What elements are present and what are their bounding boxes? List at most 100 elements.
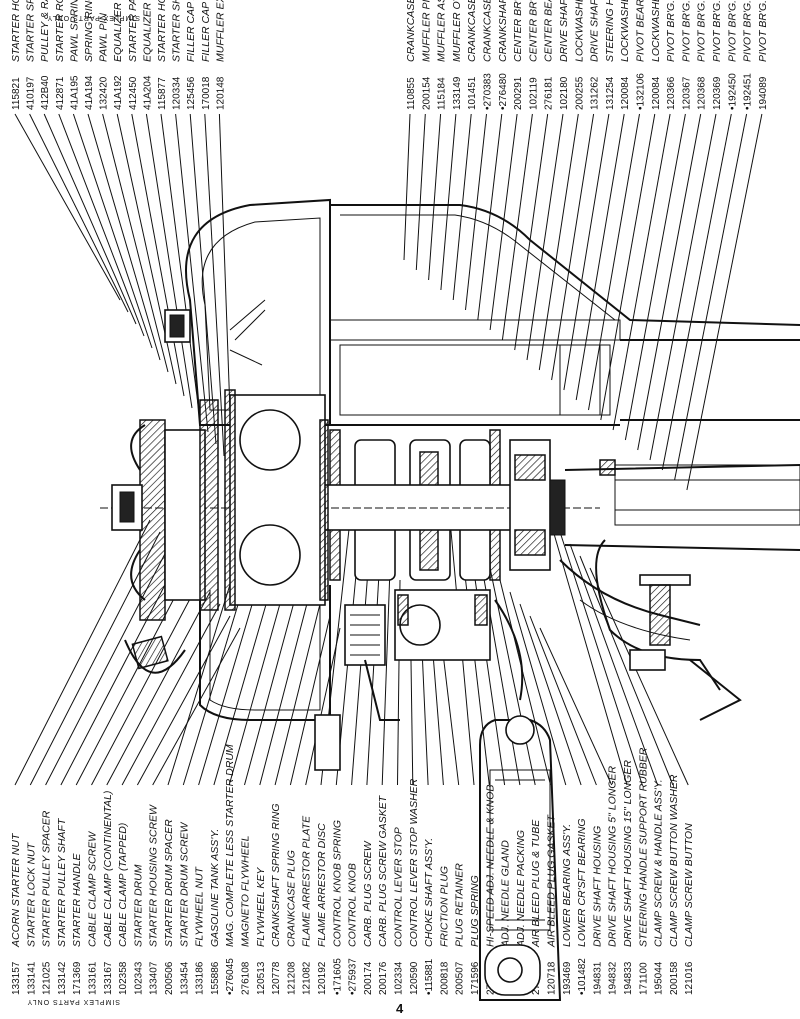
leader-line xyxy=(189,113,217,445)
part-name: CONTROL KNOB xyxy=(347,863,359,947)
leader-line xyxy=(559,531,643,786)
part-label: 276181CENTER BEARING ASS'Y. xyxy=(543,0,555,110)
top-right-parts-list: 110855CRANKCASE BR'G GASKET200154MUFFLER… xyxy=(405,0,769,110)
part-label: 115877STARTER HOUSING ASS'Y. xyxy=(156,0,168,110)
leader-line xyxy=(686,113,763,491)
part-number: 133149 xyxy=(452,76,463,110)
leader-line xyxy=(589,567,689,786)
part-label: 133149MUFFLER OVERFLOW PIPE xyxy=(451,0,463,110)
part-name: ADJ. NEEDLE PACKING xyxy=(515,830,527,948)
leader-line xyxy=(539,627,613,786)
part-name: STEERING HANDLE SUPPORT RUBBER xyxy=(637,747,649,947)
leader-line xyxy=(14,519,151,786)
part-name: SPRING RING. xyxy=(83,0,95,62)
leader-line xyxy=(526,113,564,361)
part-number: 115877 xyxy=(157,77,168,110)
part-number: 121208 xyxy=(286,961,297,995)
part-label: 102119CENTER BR'G LOCATING PIN xyxy=(527,0,539,110)
part-number: 412871 xyxy=(55,76,66,110)
leader-line xyxy=(136,615,231,786)
muffler-housing xyxy=(330,204,800,326)
part-number: 200154 xyxy=(421,76,432,110)
leader-line xyxy=(529,615,597,786)
part-label: 115821STARTER HOUSING & ANCHOR xyxy=(10,0,22,110)
part-number: 120590 xyxy=(409,961,420,995)
part-number: 200506 xyxy=(164,961,175,995)
cylinder-section xyxy=(224,389,329,611)
part-label: 410197STARTER SPRING ASS'Y. xyxy=(25,0,37,110)
part-number: •115881 xyxy=(424,958,435,995)
part-name: MAG. COMPLETE LESS STARTER DRUM xyxy=(224,744,236,947)
part-number: 125456 xyxy=(186,76,197,110)
leader-line xyxy=(305,627,341,786)
leader-line xyxy=(661,113,732,471)
part-number: 276181 xyxy=(544,76,555,110)
leader-line xyxy=(415,113,426,271)
leader-line xyxy=(563,113,610,391)
part-number: •192451 xyxy=(743,73,754,110)
part-label: 171100 STEERING HANDLE SUPPORT RUBBER xyxy=(637,747,649,995)
part-number: 200176 xyxy=(378,961,389,995)
part-name: EQUALIZER WASHER xyxy=(112,0,124,62)
part-name: PAWL SPRING. xyxy=(68,0,80,62)
leader-line xyxy=(259,591,311,786)
part-number: 171100 xyxy=(638,962,649,995)
leader-line xyxy=(366,555,381,786)
part-name: FLYWHEEL NUT xyxy=(194,865,206,947)
part-number: 133454 xyxy=(179,961,190,995)
part-number: 115184 xyxy=(437,77,448,110)
part-number: 194831 xyxy=(592,961,603,995)
part-number: 120334 xyxy=(172,76,183,110)
part-name: LOWER BEARING ASS'Y. xyxy=(561,824,573,947)
part-number: 121025 xyxy=(42,961,53,995)
part-name: EQUALIZER xyxy=(141,2,153,62)
part-name: CABLE CLAMP (CONTINENTAL) xyxy=(102,791,114,947)
steering-handle xyxy=(479,715,562,1001)
part-label: 101451CRANKCASE BUSHING - UPPER xyxy=(466,0,478,110)
part-number: 41A192 xyxy=(113,75,124,110)
part-name: STARTER PAWL ASS'Y. xyxy=(127,0,139,62)
part-name: LOWER CR'SFT BEARING xyxy=(576,818,588,947)
part-name: PIVOT BR'G. ASS'Y. 5" LONGER xyxy=(742,0,754,62)
part-number: 200158 xyxy=(669,961,680,995)
part-name: CRANKSHAFT SPRING RING xyxy=(270,803,282,947)
part-name: LOCKWASHER xyxy=(619,0,631,62)
starter-assembly xyxy=(111,399,219,674)
part-number: 412B40 xyxy=(40,75,51,110)
bottom-simplex-note: SIMPLEX PARTS ONLY xyxy=(27,998,120,1005)
part-number: •192450 xyxy=(727,73,738,110)
part-label: •270383CRANKCASE ASS'Y LESS LOWER BRG. xyxy=(482,0,494,110)
part-name: DRIVE SHAFT HOUSING 15" LONGER xyxy=(622,760,634,947)
part-name: CRANKSHAFT xyxy=(497,0,509,62)
leader-line xyxy=(102,113,169,373)
clamp-screw xyxy=(629,574,742,721)
part-number: 412450 xyxy=(128,76,139,110)
part-name: STARTER ROPE ASS'Y. xyxy=(54,0,66,62)
part-name: MAGNETO FLYWHEEL xyxy=(240,835,252,947)
part-number: 120369 xyxy=(712,76,723,110)
leader-line xyxy=(501,113,533,341)
part-number: 120367 xyxy=(681,76,692,110)
leader-line xyxy=(624,113,686,441)
part-label: 120334STARTER SHIM (WHEN REQ.) xyxy=(171,0,183,110)
leader-line xyxy=(403,113,411,261)
part-name: FILLER CAP ASS'Y. xyxy=(185,0,197,62)
part-label: 412B40PULLEY & RATCHET ASS'Y. xyxy=(39,0,51,110)
part-name: STARTER PULLEY SPACER xyxy=(41,810,53,947)
